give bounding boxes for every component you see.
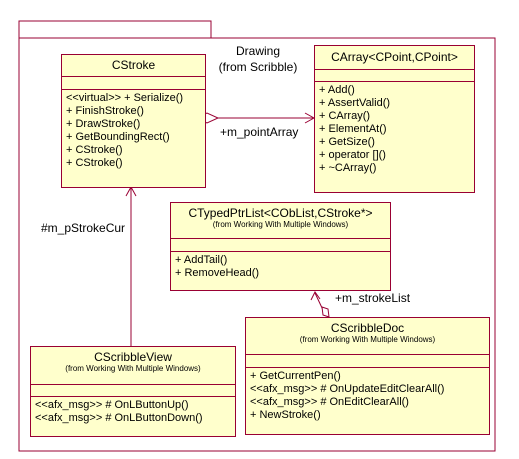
class-name: CScribbleView (94, 350, 172, 364)
operation: + AddTail() (175, 254, 228, 266)
class-operations: <<afx_msg>> # OnLButtonUp() <<afx_msg>> … (31, 397, 235, 425)
operation: + GetBoundingRect() (66, 131, 170, 143)
operation: + operator []() (319, 149, 386, 161)
operation: <<virtual>> + Serialize() (66, 92, 184, 104)
class-cstroke[interactable]: CStroke <<virtual>> + Serialize() + Fini… (61, 54, 206, 188)
stroke-cur-label: #m_pStrokeCur (41, 221, 126, 235)
operation: + GetCurrentPen() (250, 370, 341, 382)
class-name: CStroke (111, 58, 156, 72)
operation: + DrawStroke() (66, 118, 141, 130)
operation: + CStroke() (66, 144, 123, 156)
operation: + CStroke() (66, 157, 123, 169)
class-operations: <<virtual>> + Serialize() + FinishStroke… (62, 90, 205, 170)
package-tab (18, 20, 212, 38)
stroke-list-diamond (321, 306, 330, 318)
operation: + FinishStroke() (66, 105, 144, 117)
class-header: CStroke (62, 55, 205, 77)
class-header: CArray<CPoint,CPoint> (315, 46, 474, 70)
class-ctypedptrlist[interactable]: CTypedPtrList<CObList,CStroke*> (from Wo… (170, 202, 391, 291)
class-name: CScribbleDoc (330, 321, 405, 335)
class-carray[interactable]: CArray<CPoint,CPoint> + Add() + AssertVa… (314, 45, 475, 193)
class-operations: + GetCurrentPen() <<afx_msg>> # OnUpdate… (246, 368, 489, 422)
point-array-label: +m_pointArray (220, 125, 299, 139)
class-attributes (62, 77, 205, 90)
operation: + GetSize() (319, 136, 375, 148)
operation: + ~CArray() (319, 162, 377, 174)
class-cscribbleview[interactable]: CScribbleView (from Working With Multipl… (30, 346, 236, 437)
class-name: CArray<CPoint,CPoint> (331, 50, 458, 64)
class-origin: (from Working With Multiple Windows) (299, 335, 436, 344)
stroke-list-label: +m_strokeList (335, 291, 411, 305)
operation: + RemoveHead() (175, 267, 260, 279)
operation: <<afx_msg>> # OnEditClearAll() (250, 396, 409, 408)
class-operations: + AddTail() + RemoveHead() (171, 252, 390, 280)
package-name: Drawing (235, 44, 280, 58)
operation: + AssertValid() (319, 97, 391, 109)
package-origin: (from Scribble) (218, 60, 298, 74)
class-origin: (from Working With Multiple Windows) (65, 364, 201, 373)
operation: + NewStroke() (250, 409, 321, 421)
operation: <<afx_msg>> # OnLButtonDown() (35, 412, 203, 424)
class-attributes (246, 355, 489, 368)
class-origin: (from Working With Multiple Windows) (212, 220, 349, 229)
operation: + CArray() (319, 110, 371, 122)
stroke-list-arrowhead (310, 291, 321, 301)
class-operations: + Add() + AssertValid() + CArray() + Ele… (315, 82, 474, 175)
class-attributes (315, 70, 474, 82)
class-header: CScribbleDoc (from Working With Multiple… (246, 318, 489, 355)
class-name: CTypedPtrList<CObList,CStroke*> (188, 206, 373, 220)
package-frame (18, 37, 496, 452)
class-attributes (31, 385, 235, 397)
operation: + Add() (319, 84, 355, 96)
class-header: CTypedPtrList<CObList,CStroke*> (from Wo… (171, 203, 390, 239)
class-header: CScribbleView (from Working With Multipl… (31, 347, 235, 385)
operation: + ElementAt() (319, 123, 387, 135)
class-attributes (171, 239, 390, 252)
operation: <<afx_msg>> # OnUpdateEditClearAll() (250, 383, 445, 395)
operation: <<afx_msg>> # OnLButtonUp() (35, 399, 189, 411)
class-cscribbledoc[interactable]: CScribbleDoc (from Working With Multiple… (245, 317, 490, 435)
